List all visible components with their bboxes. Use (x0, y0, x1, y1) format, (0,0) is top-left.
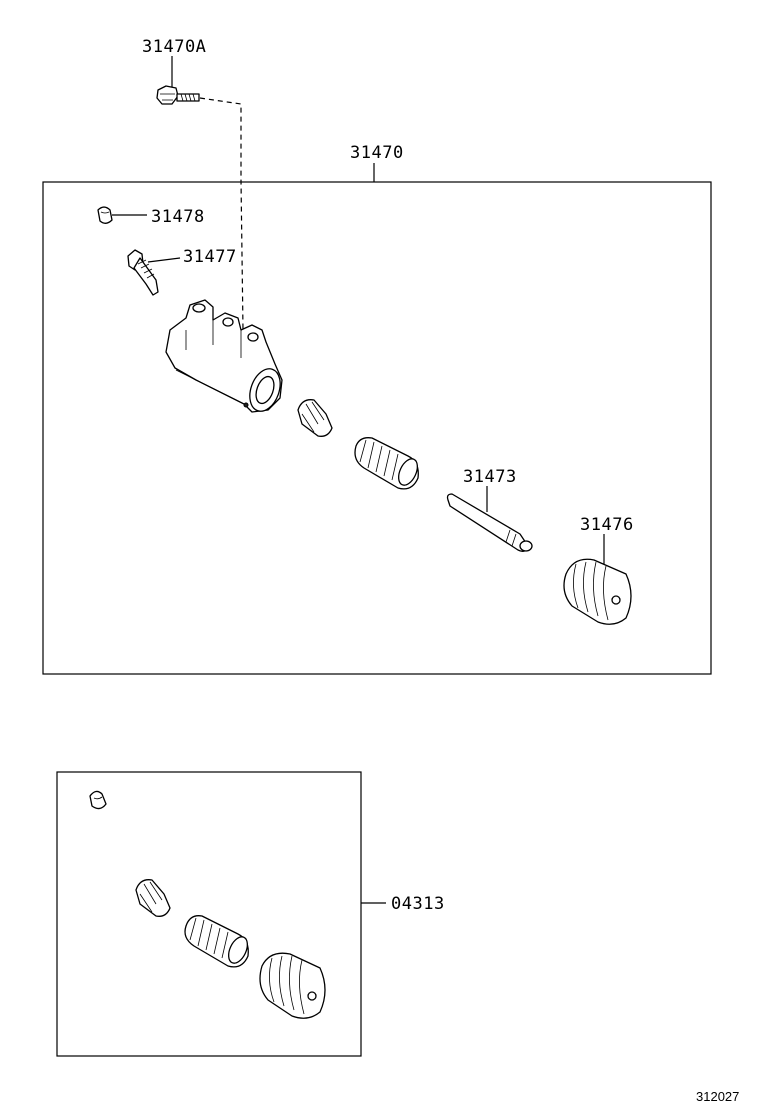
figure-number: 312027 (696, 1089, 739, 1104)
bleeder-plug-icon[interactable] (127, 249, 159, 296)
repair-kit-frame (56, 771, 362, 1057)
piston-cup-icon[interactable] (297, 399, 333, 437)
label-31470[interactable]: 31470 (350, 143, 404, 163)
piston-icon[interactable] (354, 437, 421, 490)
cylinder-body-icon[interactable] (165, 299, 286, 415)
boot-icon[interactable] (563, 558, 632, 625)
assembly-frame (42, 181, 712, 675)
label-31476[interactable]: 31476 (580, 515, 634, 535)
label-04313[interactable]: 04313 (391, 894, 445, 914)
label-31477[interactable]: 31477 (183, 247, 237, 267)
leader-31477 (147, 257, 181, 263)
kit-bleeder-cap-icon[interactable] (89, 790, 107, 810)
label-31470A[interactable]: 31470A (142, 37, 206, 57)
bolt-dashed-line (199, 97, 244, 331)
kit-piston-cup-icon[interactable] (135, 879, 171, 917)
kit-boot-icon[interactable] (259, 952, 326, 1019)
push-rod-icon[interactable] (446, 493, 533, 552)
label-31478[interactable]: 31478 (151, 207, 205, 227)
bolt-icon[interactable] (156, 85, 200, 105)
bleeder-cap-icon[interactable] (97, 206, 113, 224)
label-31473[interactable]: 31473 (463, 467, 517, 487)
kit-piston-icon[interactable] (184, 915, 251, 968)
